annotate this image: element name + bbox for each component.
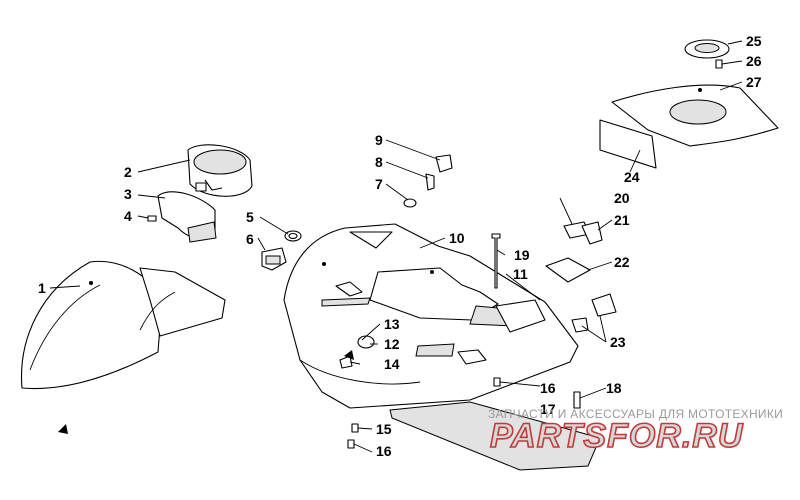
- part-18-bolt: [573, 391, 581, 409]
- callout-23: 23: [610, 334, 626, 350]
- leader-lines: [49, 40, 743, 453]
- part-17-foam-pad: [389, 401, 601, 471]
- callout-10: 10: [449, 230, 465, 246]
- part-4-screw: [147, 215, 157, 222]
- watermark: ЗАПЧАСТИ И АКСЕССУАРЫ ДЛЯ МОТОТЕХНИКИ PA…: [488, 407, 783, 456]
- callout-16-upper: 16: [540, 380, 556, 396]
- part-24-panel: [599, 119, 657, 169]
- callout-19: 19: [514, 247, 530, 263]
- part-8-bolt: [425, 173, 435, 191]
- arrow-marker-center: [344, 350, 354, 360]
- part-27-top-cover: [611, 84, 779, 147]
- part-15-screw: [351, 423, 359, 433]
- arrow-marker-left: [58, 424, 68, 434]
- callout-7: 7: [375, 176, 383, 192]
- part-16-screw-lower: [347, 439, 355, 449]
- part-13-grommet: [357, 335, 375, 349]
- part-16-screw-upper: [493, 377, 501, 387]
- part-21-plug: [581, 221, 603, 245]
- part-25-ring: [684, 39, 730, 59]
- callout-22: 22: [614, 254, 630, 270]
- part-22-switch-plate: [545, 257, 591, 283]
- callout-18: 18: [606, 380, 622, 396]
- callout-13: 13: [384, 316, 400, 332]
- watermark-caption: ЗАПЧАСТИ И АКСЕССУАРЫ ДЛЯ МОТОТЕХНИКИ: [488, 407, 783, 421]
- callout-25: 25: [746, 33, 762, 49]
- callout-12: 12: [384, 336, 400, 352]
- part-11-cowl-insert: [495, 299, 546, 333]
- callout-3: 3: [124, 186, 132, 202]
- callout-6: 6: [246, 231, 254, 247]
- callout-26: 26: [746, 53, 762, 69]
- callout-2: 2: [124, 164, 132, 180]
- part-6-switch: [261, 247, 287, 271]
- callout-24: 24: [624, 169, 640, 185]
- part-26-screw: [715, 59, 723, 69]
- callout-8: 8: [375, 154, 383, 170]
- part-9-cap: [435, 154, 453, 173]
- callout-9: 9: [375, 132, 383, 148]
- callout-4: 4: [124, 208, 132, 224]
- callout-1: 1: [38, 280, 46, 296]
- part-19-long-bolt: [491, 233, 501, 289]
- callout-16-lower: 16: [376, 443, 392, 459]
- callout-5: 5: [246, 209, 254, 225]
- callout-14: 14: [384, 356, 400, 372]
- part-23-connector: [571, 293, 617, 333]
- callout-labels: 1 2 3 4 5 6 7 8 9 10 11 12 13 14 15 16 1…: [38, 33, 762, 459]
- callout-27: 27: [746, 74, 762, 90]
- callout-20: 20: [614, 190, 630, 206]
- callout-15: 15: [376, 421, 392, 437]
- part-1-front-fender: [20, 260, 226, 390]
- callout-21: 21: [614, 212, 630, 228]
- part-7-washer: [403, 198, 417, 208]
- part-14-clip: [339, 355, 353, 369]
- callout-11: 11: [513, 266, 528, 282]
- part-2-gauge-cluster: [187, 144, 253, 197]
- part-3-gauge-bracket: [157, 191, 217, 243]
- callout-17: 17: [540, 401, 556, 417]
- watermark-logo: PARTSFOR.RU: [490, 417, 744, 455]
- part-5-gasket: [284, 230, 302, 242]
